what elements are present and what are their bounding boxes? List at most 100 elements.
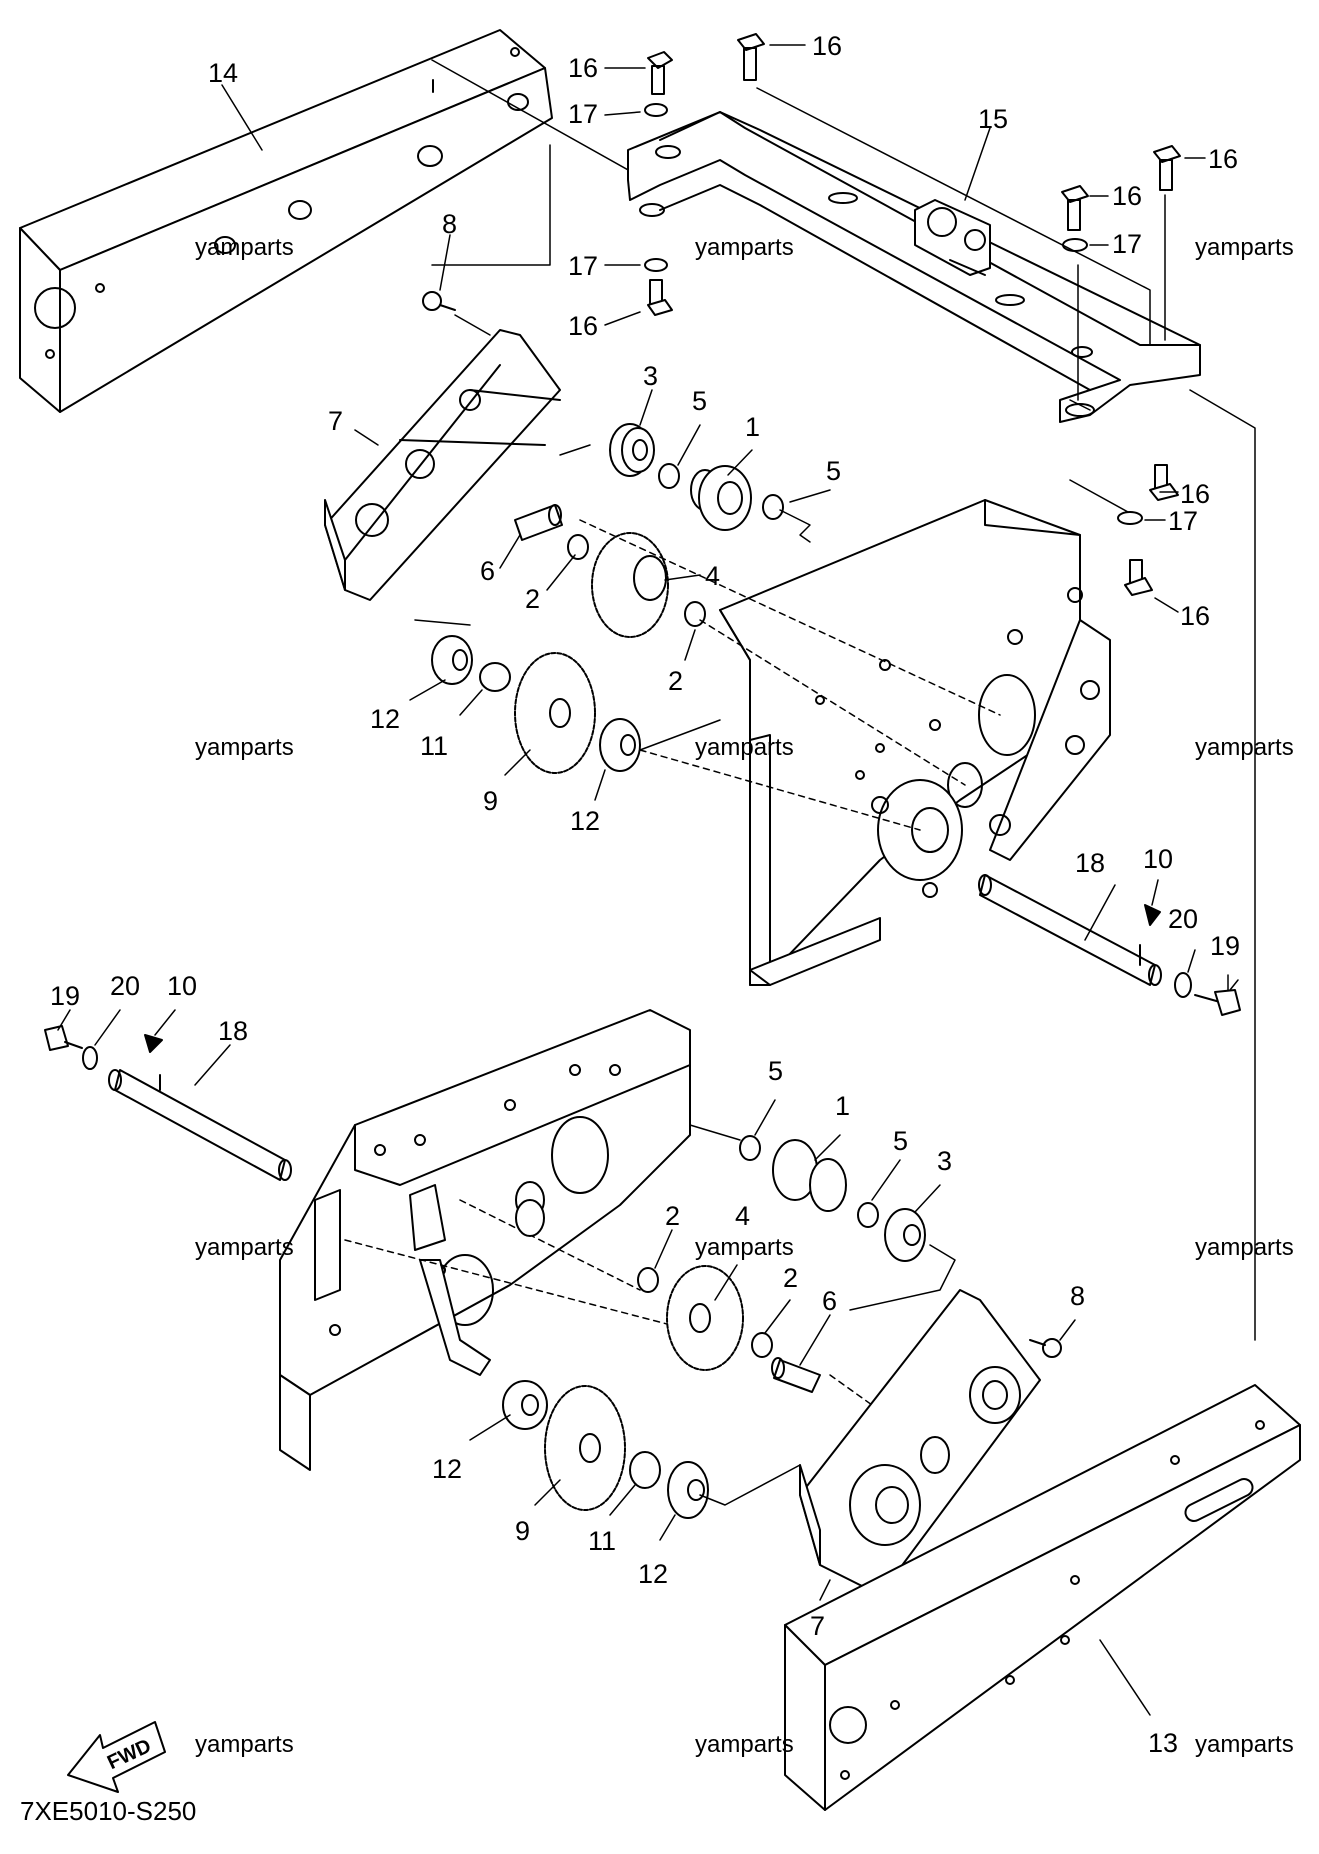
watermark: yamparts [1195,1234,1294,1261]
bolt-16-e [1061,185,1089,231]
bolt-16-d [1153,145,1181,191]
bearing-12-upper-b [599,718,641,772]
watermark: yamparts [195,1234,294,1261]
key-10-upper [1144,904,1161,926]
callout-9-lower: 9 [515,1516,530,1546]
watermark: yamparts [695,234,794,261]
bushing-5-lower-b [857,1202,879,1228]
washer-17-c [1062,238,1088,252]
callout-18-upper: 18 [1075,848,1105,878]
pin-6-lower [771,1357,821,1393]
bushing-5-lower-a [739,1135,761,1161]
watermark: yamparts [1195,1731,1294,1758]
watermark: yamparts [1195,234,1294,261]
part-7-upper-gear-case [324,329,561,601]
callout-11-upper: 11 [420,731,448,761]
watermark: yamparts [1195,734,1294,761]
callout-1-lower: 1 [835,1091,850,1121]
callout-17-top-a: 17 [568,99,598,129]
callout-12-upper-b: 12 [570,806,600,836]
callout-19-upper: 19 [1210,931,1240,961]
bushing-lower-boss [515,1199,545,1237]
callout-16-right-b: 16 [1112,181,1142,211]
callout-16-top-b: 16 [812,31,842,61]
callout-2-upper-b: 2 [668,666,683,696]
callout-16-mid: 16 [568,311,598,341]
callout-10-upper: 10 [1143,844,1173,874]
callout-17-right-a: 17 [1112,229,1142,259]
callout-17-right-b: 17 [1168,506,1198,536]
part-13-frame-bracket [784,1384,1301,1811]
bushing-5-upper-b [762,494,784,520]
callout-16-right-c: 16 [1180,479,1210,509]
callout-12-lower-a: 12 [432,1454,462,1484]
callout-14: 14 [208,58,238,88]
callout-8-upper: 8 [442,209,457,239]
callout-6-lower: 6 [822,1286,837,1316]
bearing-12-lower-b [667,1461,709,1519]
bolt-16-f [1149,464,1179,501]
bearing-12-lower-a [502,1380,548,1430]
callout-7-upper: 7 [328,406,343,436]
callout-12-lower-b: 12 [638,1559,668,1589]
watermark: yamparts [695,1731,794,1758]
callout-18-lower: 18 [218,1016,248,1046]
bolt-16-c [647,279,673,316]
watermark: yamparts [695,734,794,761]
callout-2-lower-a: 2 [665,1201,680,1231]
washer-20-upper [1174,972,1192,998]
callout-8-lower: 8 [1070,1281,1085,1311]
watermark: yamparts [195,234,294,261]
bolt-19-upper [1194,989,1241,1016]
bearing-3-upper [609,423,655,477]
bushing-2-lower-a [637,1267,659,1293]
bushing-2-upper-b [684,601,706,627]
callout-2-lower-b: 2 [783,1263,798,1293]
watermark: yamparts [195,734,294,761]
watermark: yamparts [695,1234,794,1261]
bearing-12-upper-a [431,635,473,685]
callout-5-lower-a: 5 [768,1056,783,1086]
bushing-2-lower-b [751,1332,773,1358]
callout-10-lower: 10 [167,971,197,1001]
part-7-lower-gear-case [799,1289,1041,1596]
bolt-8-upper [422,291,456,311]
callout-16-top-a: 16 [568,53,598,83]
shaft-18-lower [108,1069,292,1181]
bolt-8-lower [1029,1338,1062,1358]
diagram-code: 7XE5010-S250 [20,1796,196,1826]
callout-7-lower: 7 [810,1611,825,1641]
callout-20-lower: 20 [110,971,140,1001]
callout-20-upper: 20 [1168,904,1198,934]
gear-4-upper [591,532,669,638]
bolt-19-lower [44,1025,83,1051]
watermark: yamparts [195,1731,294,1758]
callout-15: 15 [978,104,1008,134]
callout-13: 13 [1148,1728,1178,1758]
fwd-arrow-icon [67,1721,166,1793]
pin-6-upper [514,504,563,541]
lower-main-plate [279,1009,691,1471]
callout-12-upper-a: 12 [370,704,400,734]
callout-1-upper: 1 [745,412,760,442]
gear-1-upper [690,465,752,531]
washer-17-b [644,258,668,272]
bushing-11-lower [629,1451,661,1489]
callout-5-lower-b: 5 [893,1126,908,1156]
callout-9-upper: 9 [483,786,498,816]
callout-3-upper: 3 [643,361,658,391]
bearing-3-lower [884,1208,926,1262]
bushing-5-upper-a [658,463,680,489]
callout-16-right-d: 16 [1180,601,1210,631]
bolt-16-b [737,33,765,81]
washer-17-d [1117,511,1143,525]
washer-17-a [644,103,668,117]
part-14-frame-bracket [19,29,553,413]
callout-2-upper-a: 2 [525,584,540,614]
bushing-2-upper-a [567,534,589,560]
callout-4-upper: 4 [705,561,720,591]
callout-17-mid: 17 [568,251,598,281]
gear-9-lower [544,1385,626,1511]
